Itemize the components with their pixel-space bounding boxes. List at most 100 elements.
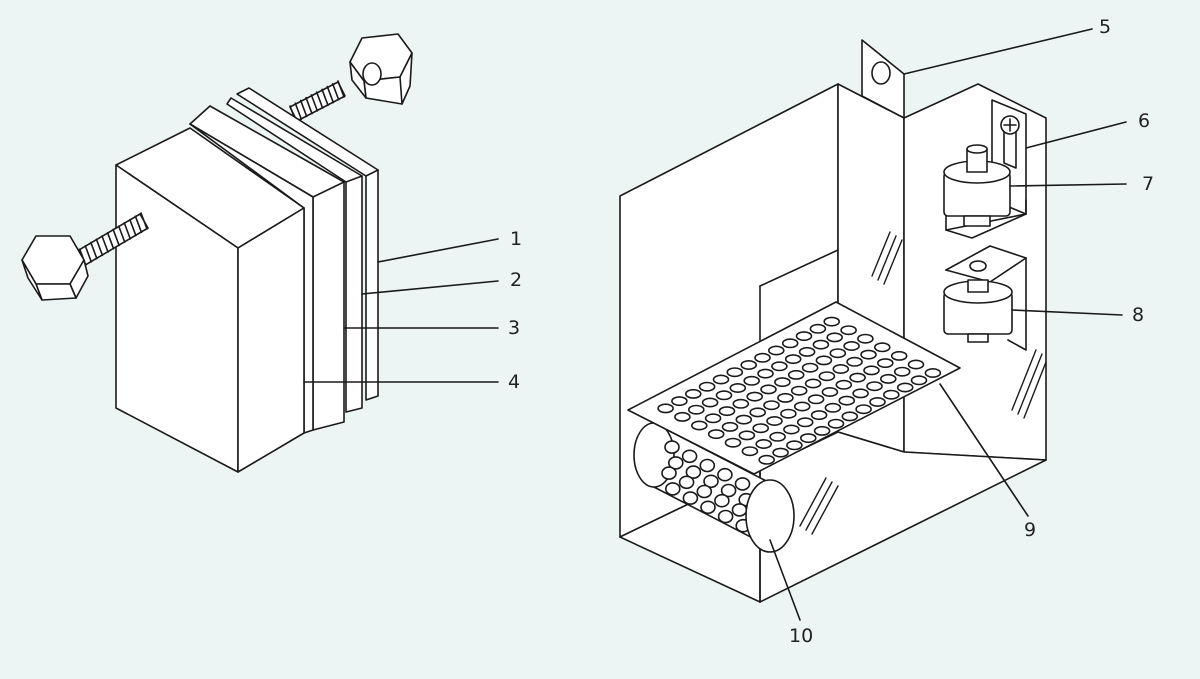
leader-6: [1025, 121, 1127, 149]
plate-hole: [724, 437, 742, 448]
plate-hole: [769, 431, 786, 442]
plate-hole: [852, 388, 869, 399]
thread-line: [95, 238, 104, 257]
plate-hole: [760, 384, 777, 395]
plate-hole: [890, 350, 908, 361]
plate-hole: [774, 377, 791, 388]
hex-nut: [349, 33, 413, 105]
callout-labels: 1 2 3 4 5 6 7 8 9 10: [508, 16, 1154, 647]
plate-hole: [799, 433, 817, 444]
plate-hole: [787, 369, 805, 380]
callout-10: 10: [789, 625, 813, 647]
plate-hole: [777, 392, 794, 403]
thread-line: [337, 80, 345, 98]
thread-line: [326, 85, 335, 104]
callout-1: 1: [510, 228, 522, 250]
plate-hole: [752, 423, 770, 434]
plate-hole: [732, 398, 750, 409]
plate-hole: [807, 394, 825, 405]
leader-8: [1011, 309, 1123, 316]
plate-hole: [827, 418, 845, 429]
tube-hole: [664, 482, 681, 496]
plate-hole: [841, 411, 859, 422]
callout-6: 6: [1138, 110, 1150, 132]
plate-hole: [873, 342, 891, 353]
leader-1: [377, 238, 499, 263]
plate-hole: [818, 371, 836, 382]
plate-hole: [741, 446, 759, 457]
thread-line: [315, 91, 324, 109]
plate-hole: [701, 397, 719, 408]
plate-hole: [715, 390, 733, 401]
plate-hole: [843, 340, 860, 351]
plate-hole: [812, 339, 830, 350]
plate-hole: [684, 388, 702, 399]
plate-hole: [721, 421, 739, 432]
plate-hole: [740, 359, 758, 370]
back-bolt-threads: [289, 80, 345, 123]
thread-line: [310, 94, 319, 112]
plate-hole: [863, 365, 880, 376]
plate-hole: [907, 359, 925, 370]
plate-1: [236, 87, 379, 401]
mounting-tab-hole: [871, 61, 891, 85]
plate-hole: [671, 396, 688, 407]
thread-line: [106, 231, 115, 250]
plate-hole: [771, 361, 788, 372]
nut-hole: [362, 62, 382, 86]
tube-hole: [664, 440, 680, 454]
plate-hole: [866, 381, 883, 392]
tube-holes: [661, 440, 755, 533]
plate-hole: [838, 395, 856, 406]
tube-hole: [717, 509, 734, 524]
thread-line: [140, 212, 148, 230]
tube-hole: [661, 466, 677, 480]
plate-hole: [729, 382, 747, 393]
plate-hole: [746, 391, 764, 402]
plate-hole: [707, 429, 725, 440]
plate-hole: [857, 333, 874, 344]
lower-absorber: [943, 245, 1027, 351]
tube-hole: [681, 449, 698, 464]
plate-hole: [735, 414, 753, 425]
plate-hole: [698, 381, 716, 392]
thread-line: [294, 102, 303, 121]
plate-hole: [846, 356, 863, 367]
tube-hole: [714, 493, 730, 508]
plate-hole: [757, 368, 774, 379]
plate-hole: [790, 385, 808, 396]
plate-hole: [690, 420, 708, 431]
plate-hole: [766, 415, 783, 426]
perforated-tube: [633, 422, 795, 553]
plate-hole: [738, 430, 756, 441]
leader-2: [361, 280, 499, 295]
tube-hole: [700, 500, 716, 515]
thread-line: [101, 235, 109, 253]
plate-hole: [835, 379, 853, 390]
plate-hole: [876, 358, 894, 369]
tube-hole: [703, 474, 719, 489]
left-leaders: [303, 238, 499, 383]
tube-hole: [720, 483, 737, 498]
plate-hole: [832, 363, 850, 374]
thread-line: [90, 241, 98, 260]
tube-opening: [745, 479, 795, 553]
right-assembly: [619, 28, 1127, 621]
tube-hole: [699, 458, 716, 473]
tube-hole: [717, 467, 733, 482]
callout-8: 8: [1132, 304, 1144, 326]
plate-hole: [772, 447, 789, 458]
main-block: [115, 127, 305, 473]
upper-absorber-base: [963, 215, 991, 227]
plate-hole: [657, 403, 674, 414]
thread-line: [123, 222, 132, 240]
tube-hole: [667, 456, 684, 470]
plate-hole: [910, 375, 928, 386]
leader-10: [769, 539, 801, 621]
plate-hole: [796, 417, 814, 428]
plate-hole: [781, 338, 799, 349]
plate-hole: [783, 424, 800, 435]
plate-hole: [821, 386, 839, 397]
